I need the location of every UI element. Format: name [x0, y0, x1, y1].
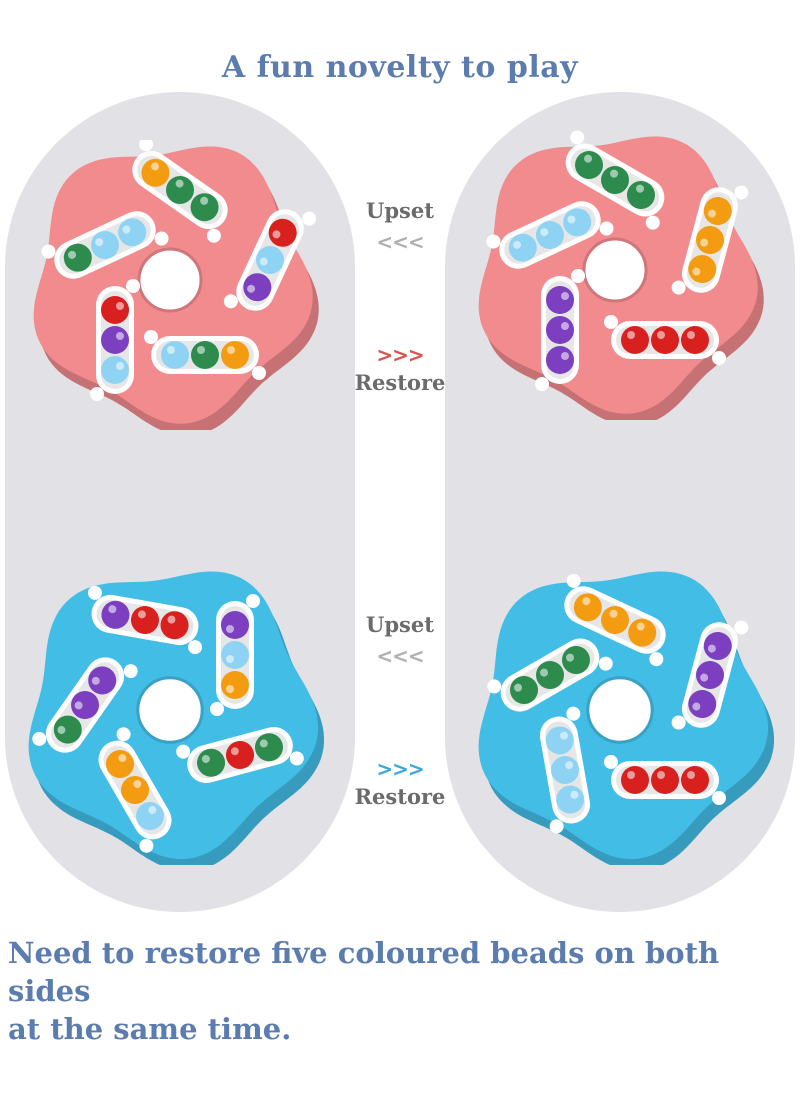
restore-arrows-bottom: >>> — [376, 757, 424, 781]
upset-label-top: Upset — [366, 198, 434, 223]
caption: Need to restore five coloured beads on b… — [8, 934, 798, 1048]
pink-spinner-toy-scrambled — [33, 140, 319, 430]
upset-arrows-top: <<< — [376, 230, 424, 254]
blue-spinner-toy-scrambled — [28, 571, 324, 865]
caption-line-2: at the same time. — [8, 1012, 292, 1046]
restore-arrows-top: >>> — [376, 343, 424, 367]
blue-spinner-toy-restored — [478, 571, 774, 865]
caption-line-1: Need to restore five coloured beads on b… — [8, 936, 720, 1008]
page-title: A fun novelty to play — [221, 50, 579, 85]
restore-label-bottom: Restore — [354, 784, 446, 809]
upset-arrows-bottom: <<< — [376, 644, 424, 668]
pink-spinner-toy-restored — [478, 130, 764, 420]
upset-label-bottom: Upset — [366, 612, 434, 637]
restore-label-top: Restore — [354, 370, 446, 395]
